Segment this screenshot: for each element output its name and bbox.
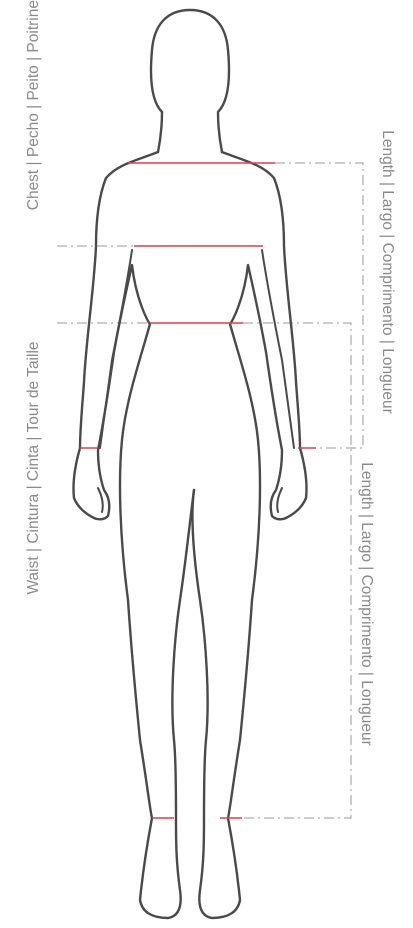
guide-lines	[57, 163, 363, 818]
body-figure	[73, 10, 306, 918]
head-outline	[151, 10, 229, 152]
right-thumb	[277, 488, 282, 512]
left-inner-arm	[100, 250, 132, 448]
waist-label: Waist | Cintura | Cinta | Tour de Taille	[25, 341, 42, 594]
right-side-outline	[192, 152, 306, 918]
top-length-label: Length | Largo | Comprimento | Longueur	[379, 130, 396, 414]
bottom-length-label: Length | Largo | Comprimento | Longueur	[358, 462, 375, 746]
right-inner-arm	[262, 250, 294, 448]
left-side-outline	[73, 152, 194, 918]
chest-label: Chest | Pecho | Peito | Poitrine	[25, 0, 42, 210]
left-thumb	[98, 488, 103, 512]
neck-left	[158, 112, 162, 152]
